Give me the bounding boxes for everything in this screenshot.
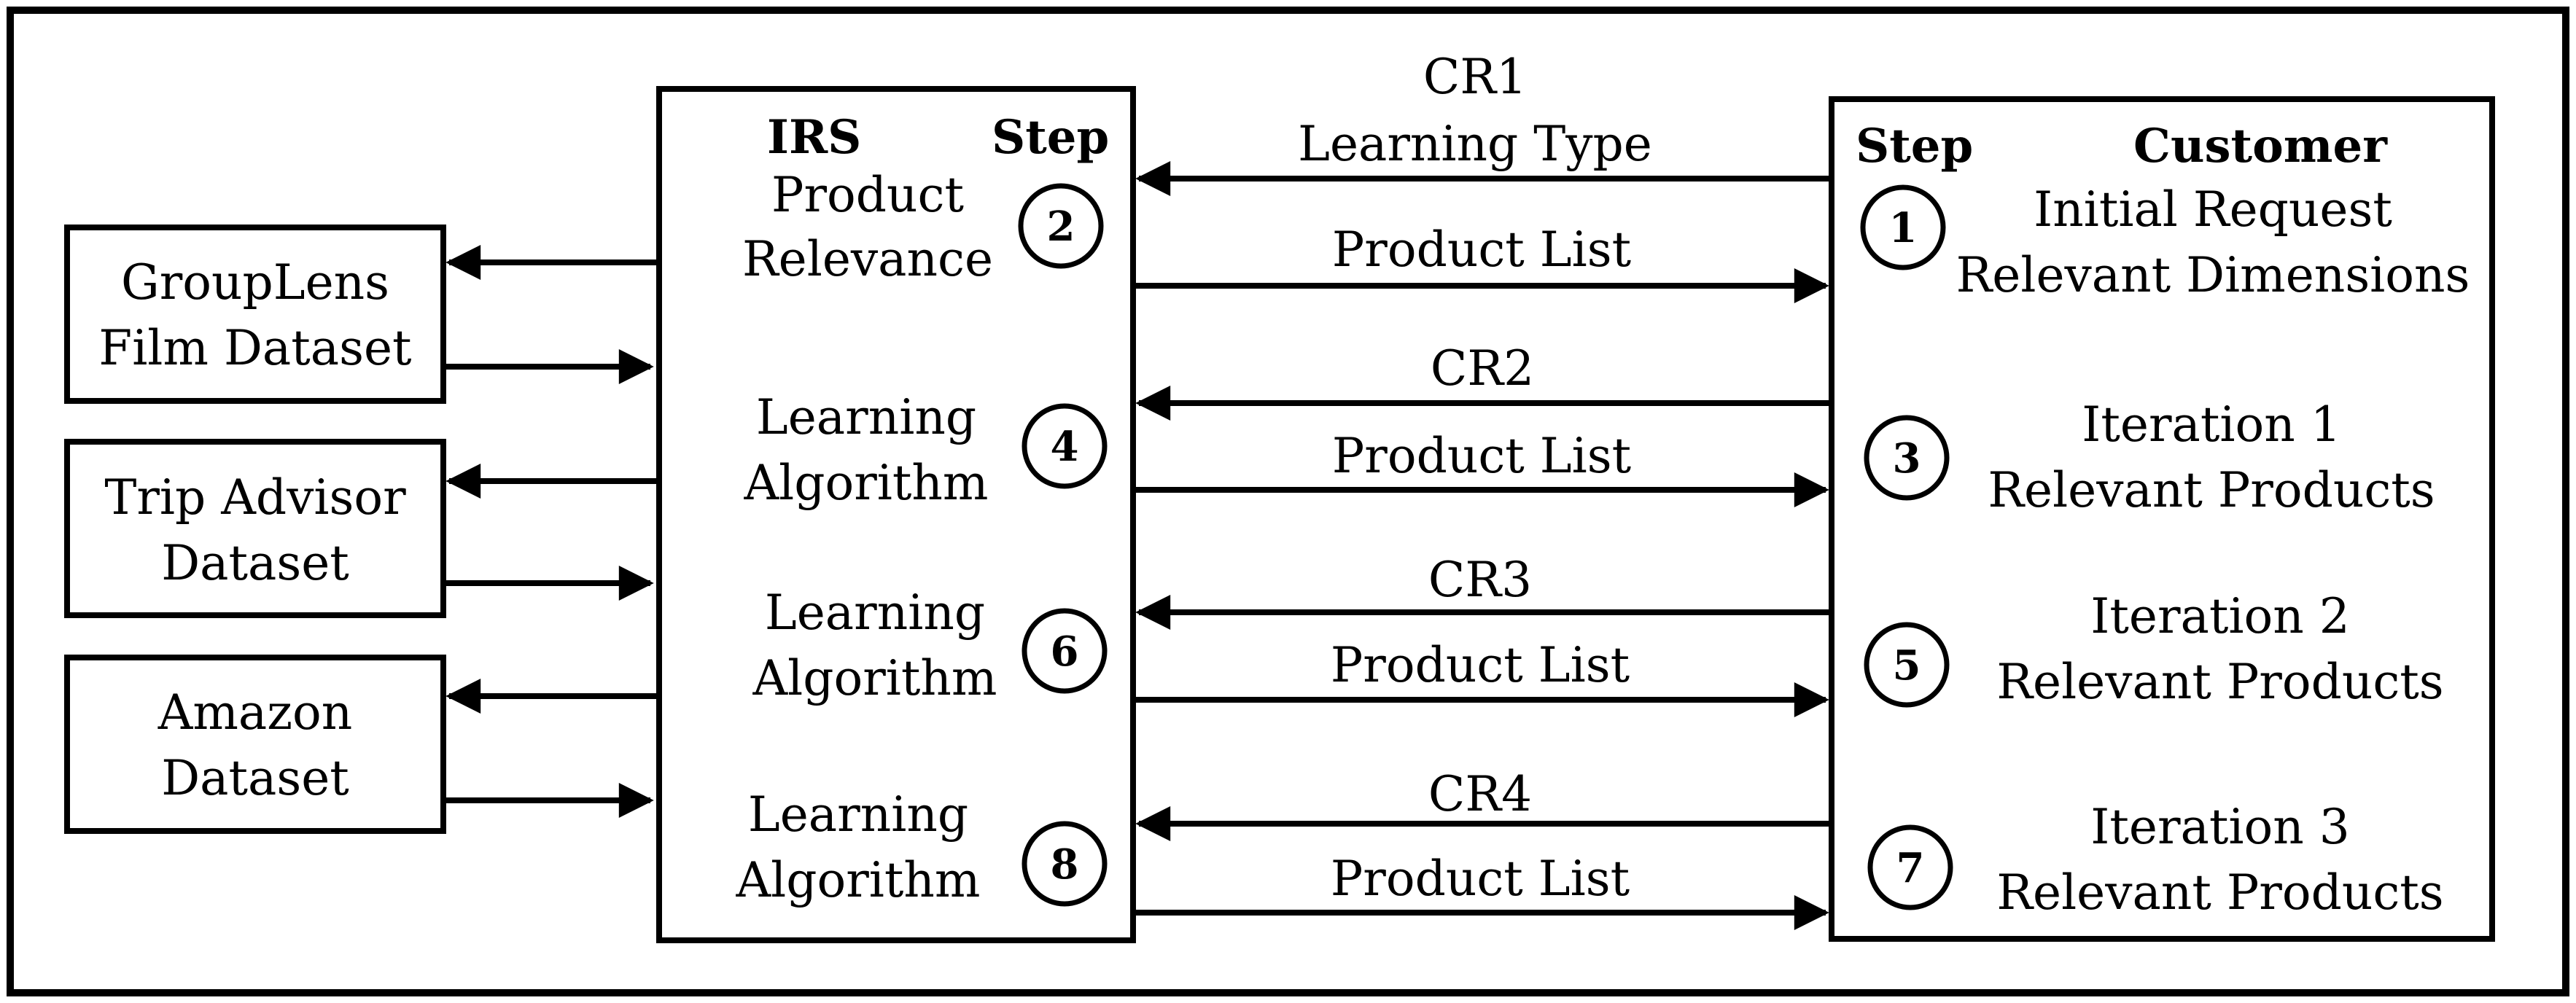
dataset-tripadvisor-line2: Dataset [161,535,349,591]
customer-step-7-number: 7 [1896,844,1925,892]
irs-step-8-circle [1022,821,1108,907]
flow-4: CR4 Product List [1133,766,1832,930]
irs-panel: IRS Step Product Relevance 2 Learning Al… [656,86,1136,943]
dataset-tripadvisor-box [64,439,446,618]
customer-step-1-line1: Initial Request [2034,182,2392,238]
dataset-grouplens-line2: Film Dataset [98,320,411,376]
flow-1-request-label: CR1 [1423,49,1527,105]
flow-2-response-label: Product List [1332,428,1631,484]
flow-3: CR3 Product List [1133,552,1832,717]
dataset-amazon-line1: Amazon [157,684,353,741]
irs-title: IRS [767,110,861,165]
flow-4-request-label: CR4 [1428,766,1532,822]
customer-step-5-line2: Relevant Products [1996,654,2443,710]
irs-step-header: Step [992,110,1109,165]
dataset-tripadvisor: Trip Advisor Dataset [64,439,446,618]
customer-step-3-line2: Relevant Products [1988,462,2435,518]
customer-step-3-number: 3 [1893,434,1921,483]
customer-step-3-circle [1864,415,1950,501]
dataset-arrows [443,245,656,818]
irs-step-8-line1: Learning [748,787,968,843]
irs-step-8-number: 8 [1051,840,1079,889]
dataset-amazon: Amazon Dataset [64,655,446,834]
flow-1-request-sublabel: Learning Type [1298,116,1652,172]
customer-step-5-circle [1864,622,1950,708]
irs-step-2-number: 2 [1047,203,1075,251]
customer-step-7-circle [1867,824,1953,910]
flow-2: CR2 Product List [1133,340,1832,507]
dataset-grouplens: GroupLens Film Dataset [64,225,446,404]
irs-step-8-line2: Algorithm [735,852,980,908]
irs-step-4-line1: Learning [756,389,976,445]
customer-step-7-line2: Relevant Products [1996,865,2443,921]
customer-step-7-line1: Iteration 3 [2090,799,2349,855]
customer-panel: Step Customer 1 Initial Request Relevant… [1829,96,2495,942]
dataset-amazon-box [64,655,446,834]
customer-step-3-line1: Iteration 1 [2082,397,2340,453]
flow-2-request-label: CR2 [1431,340,1534,397]
irs-step-6-number: 6 [1051,628,1079,676]
flow-4-response-label: Product List [1331,851,1630,907]
irs-step-2-circle [1018,183,1104,269]
irs-step-4-number: 4 [1051,423,1079,471]
dataset-grouplens-line1: GroupLens [121,254,389,311]
irs-step-6-line1: Learning [765,585,985,641]
irs-step-4-line2: Algorithm [743,455,988,511]
customer-step-5-number: 5 [1893,641,1921,690]
customer-step-5-line1: Iteration 2 [2090,588,2349,644]
customer-step-1-number: 1 [1889,204,1918,252]
irs-step-6-line2: Algorithm [752,650,997,706]
dataset-amazon-line2: Dataset [161,750,349,806]
flow-3-response-label: Product List [1331,637,1630,693]
customer-step-header: Step [1856,119,1973,173]
irs-step-2-line2: Relevance [742,231,993,287]
customer-step-1-line2: Relevant Dimensions [1956,247,2470,303]
irs-step-2-line1: Product [771,167,964,223]
dataset-grouplens-box [64,225,446,404]
dataset-tripadvisor-line1: Trip Advisor [104,469,406,526]
customer-title: Customer [2133,119,2388,173]
flow-1: CR1 Learning Type Product List [1133,49,1832,303]
flow-3-request-label: CR3 [1428,552,1532,608]
irs-step-6-circle [1022,608,1108,694]
irs-step-4-circle [1022,403,1108,489]
customer-step-1-circle [1860,184,1946,270]
flow-1-response-label: Product List [1332,222,1631,278]
